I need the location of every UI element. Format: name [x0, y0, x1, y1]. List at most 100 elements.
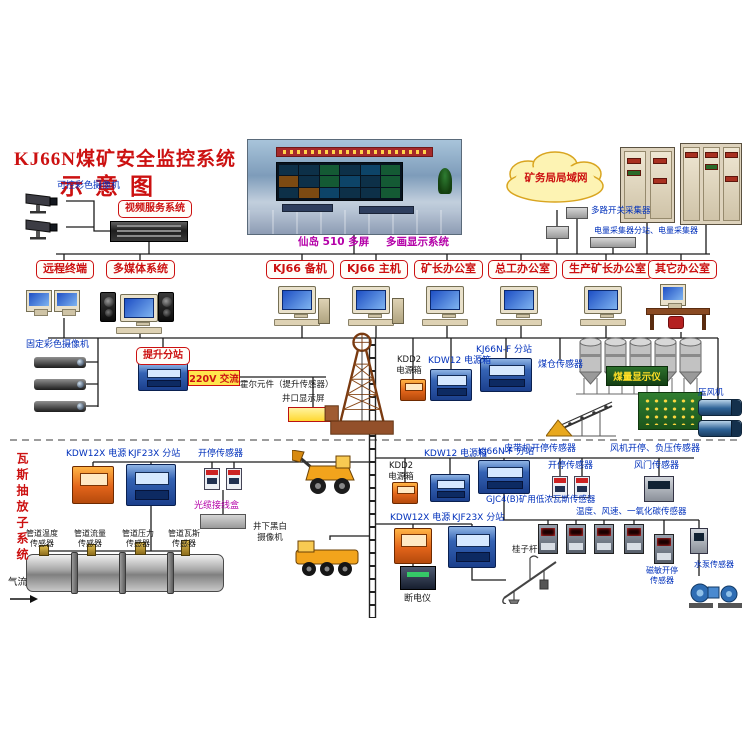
- pump-sensor-icon: [690, 528, 708, 554]
- start-stop-sensor-icon: [574, 476, 590, 498]
- temp-wind-co-sensor-icon: [624, 524, 644, 554]
- pipe-flange: [119, 552, 126, 594]
- pipe-gas-sensor-label: 管道瓦斯传感器: [168, 529, 200, 548]
- kdd2-power-device-bottom: [392, 482, 418, 504]
- belt-sensor-label: 皮带机开停传感器: [504, 444, 577, 454]
- door-sensor-label: 风门传感器: [634, 461, 680, 471]
- fixed-camera-icon: [34, 379, 86, 390]
- control-room-photo: [247, 139, 462, 235]
- start-stop-sensor-icon: [204, 468, 220, 490]
- fiber-box-device: [200, 514, 246, 529]
- pipe-instrument: [135, 542, 146, 555]
- kjf23x-station-device-left: [126, 464, 176, 506]
- kjf23x-station-label-left: KJF23X 分站: [128, 449, 181, 459]
- ptz-camera-icon: [22, 188, 62, 214]
- other-office-desk: [646, 308, 710, 315]
- kj66-backup-computer: [274, 286, 324, 326]
- office-chief-engineer: 总工办公室: [488, 260, 557, 279]
- multimedia-speaker: [158, 292, 174, 322]
- video-server-label: 视频服务系统: [118, 200, 192, 218]
- bw-camera-line2: 摄像机: [257, 532, 283, 543]
- start-stop-sensor-icon: [226, 468, 242, 490]
- kjf23x-station-device-center: [448, 526, 496, 568]
- control-room-floor: [248, 209, 461, 234]
- power-cutoff-label: 断电仪: [404, 594, 432, 604]
- kj66-main-tower: [392, 298, 404, 324]
- pipe-flange: [167, 552, 174, 594]
- kdd2-power-label-bottom: KDD2 电源箱: [384, 461, 418, 482]
- office-remote-terminal: 远程终端: [36, 260, 94, 279]
- other-office-monitor: [660, 284, 686, 310]
- kdw12x-power-device-left: [72, 466, 114, 504]
- start-stop-sensor-icon: [552, 476, 568, 498]
- kdd2-power-device-mid: [400, 379, 426, 401]
- kdw12x-power-label-left: KDW12X 电源: [66, 449, 127, 459]
- fiber-box-label: 光缆接线盒: [194, 501, 240, 511]
- kdw12-power-label-bottom: KDW12 电源箱: [424, 449, 488, 459]
- console-desk: [358, 205, 415, 215]
- fixed-camera-label: 固定彩色摄像机: [26, 340, 90, 350]
- console-desk: [282, 203, 334, 213]
- pipe-flow-sensor-label: 管道流量传感器: [74, 529, 106, 548]
- fan-icon: [698, 399, 742, 416]
- kdd2-line1: KDD2: [388, 461, 414, 471]
- magnetic-line2: 传感器: [650, 576, 674, 585]
- multi-switch-label: 多路开关采集器: [591, 206, 651, 216]
- pipe-instrument: [181, 540, 190, 556]
- video-wall: [275, 161, 404, 202]
- kdd2-line2: 电源箱: [396, 365, 422, 376]
- kdw12-power-device-bottom: [430, 474, 470, 502]
- multimedia-computer: [116, 294, 166, 334]
- pipe-pressure-sensor-label: 管道压力传感器: [122, 529, 154, 548]
- kdd2-line2: 电源箱: [388, 471, 414, 482]
- kdd2-line1: KDD2: [396, 355, 422, 365]
- magnetic-line1: 磁敏开停: [646, 566, 678, 575]
- gjc4-sensor-label: GJC4(B)矿用低浓瓦斯传感器: [486, 495, 596, 505]
- lan-cloud: [500, 148, 610, 210]
- ptz-camera-icon: [22, 214, 62, 240]
- equipment-cabinet: [680, 143, 742, 225]
- remote-terminal-monitor: [26, 290, 52, 316]
- fan-sensor-label: 风机开停、负压传感器: [610, 444, 701, 454]
- multimedia-speaker: [100, 292, 116, 322]
- kjf23x-station-label-center: KJF23X 分站: [452, 513, 505, 523]
- ac220-box: 220V 交流: [188, 370, 240, 386]
- kj66nf-station-label-mid: KJ66N-F 分站: [476, 345, 533, 355]
- mine-chief-computer: [422, 286, 472, 326]
- office-mine-chief: 矿长办公室: [414, 260, 483, 279]
- power-meter-device: [590, 237, 636, 248]
- pipe-instrument: [39, 545, 49, 556]
- kj66nf-station-device-mid: [480, 358, 532, 392]
- fan-icon: [698, 420, 742, 437]
- pipe-flange: [71, 552, 78, 594]
- power-meter-label: 电量采集器分站、电量采集器: [594, 226, 698, 235]
- power-cutoff-device: [400, 566, 436, 590]
- door-sensor-device: [644, 476, 674, 502]
- screen-caption-right: 多画显示系统: [386, 236, 449, 248]
- kj66nf-station-device-bottom: [478, 460, 530, 494]
- magnetic-sensor-icon: [654, 534, 674, 564]
- hall-sensor-label: 霍尔元件（提升传感器）: [240, 380, 334, 390]
- office-other: 其它办公室: [648, 260, 717, 279]
- bw-camera-line1: 井下黑白: [252, 522, 287, 532]
- fixed-camera-icon: [34, 401, 86, 412]
- multi-switch-device: [566, 207, 588, 219]
- wellhead-display-label: 井口显示屏: [282, 394, 325, 404]
- steelyard-label: 桂子杆: [512, 545, 538, 555]
- loader-machine: [291, 449, 368, 500]
- start-stop-sensor-label-center: 开停传感器: [548, 461, 594, 471]
- airflow-arrow-icon: [8, 589, 38, 603]
- steelyard-rig: [500, 552, 562, 605]
- desk-leg: [650, 315, 654, 330]
- belt-conveyor: [545, 394, 618, 438]
- control-room-banner: [275, 146, 434, 157]
- gas-sensor-icon: [538, 524, 558, 554]
- production-chief-computer: [580, 286, 630, 326]
- page-subtitle: 示意图: [60, 174, 165, 199]
- kj66-backup-tower: [318, 298, 330, 324]
- magnetic-sensor-label: 磁敏开停 传感器: [642, 566, 682, 586]
- bw-camera-label: 井下黑白 摄像机: [250, 522, 290, 543]
- office-kj66-main: KJ66 主机: [340, 260, 408, 279]
